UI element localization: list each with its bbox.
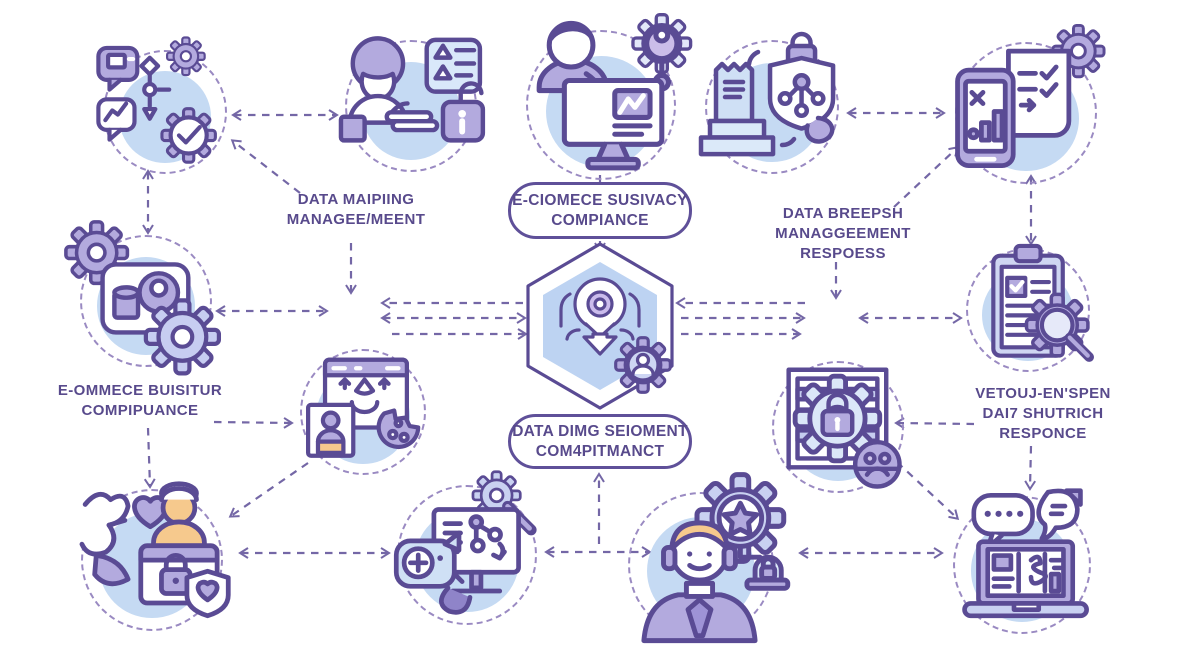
analyst-monitor-gear-icon	[536, 12, 692, 170]
node-browser-cookie	[300, 349, 426, 475]
node-analyst-monitor	[526, 12, 692, 180]
hexagon-location-pin-gear-icon	[526, 242, 674, 410]
label-line: E-CIOMECE SUSIVACY	[512, 191, 688, 209]
node-receipt-shield	[699, 31, 839, 174]
label-line: RESPONCE	[999, 425, 1087, 442]
dashed-ring	[81, 489, 223, 631]
label-business-compliance: E-OMMECE BUISITUR COMPIPUANCE	[30, 381, 250, 421]
label-line: COM4PITMANCT	[535, 442, 665, 460]
laptop-chat-bubbles-icon	[962, 488, 1090, 619]
label-line: DATA BREEPSH	[782, 205, 904, 222]
label-vendor-response: VETOUJ-EN'SPEN DAI7 SHUTRICH RESPONCE	[933, 384, 1153, 444]
label-privacy-compliance-box: E-CIOMECE SUSIVACY COMPIANCE	[508, 182, 692, 239]
node-workflow-gears	[96, 36, 227, 174]
node-phone-audit	[955, 24, 1106, 184]
phone-audit-scroll-gear-icon	[955, 24, 1106, 169]
monitor-flow-magnifier-icon	[393, 470, 537, 615]
workflow-gears-icon	[96, 36, 217, 165]
label-breach-response: DATA BREEPSH MANAGGEEMENT RESPOESS	[733, 204, 953, 264]
node-app-gears	[64, 219, 212, 367]
consultant-report-icon	[339, 35, 486, 143]
dashed-ring	[526, 30, 676, 180]
label-line: COMPIANCE	[551, 211, 649, 229]
secure-panel-gear-lock-icon	[786, 367, 903, 489]
support-agent-star-gear-icon	[641, 482, 790, 643]
dashed-ring	[705, 40, 839, 174]
node-data-review	[393, 470, 537, 625]
label-line: RESPOESS	[800, 245, 886, 262]
browser-funnel-cookie-icon	[305, 357, 420, 459]
dashed-ring	[772, 361, 904, 493]
receipt-shield-network-icon	[699, 31, 836, 156]
label-line: DATA MAIPIING	[297, 191, 415, 208]
node-clipboard-audit	[966, 244, 1094, 372]
node-support-agent	[628, 492, 790, 643]
label-line: VETOUJ-EN'SPEN	[975, 385, 1111, 402]
label-line: DATA DIMG SEIOMENT	[512, 422, 688, 440]
node-secure-panel	[772, 361, 904, 493]
label-line: E-OMMECE BUISITUR	[57, 382, 223, 399]
label-data-segment-box: DATA DIMG SEIOMENT COM4PITMANCT	[508, 414, 692, 469]
node-customer-privacy	[79, 481, 231, 631]
customer-dove-lock-shield-icon	[79, 481, 231, 619]
dashed-ring	[300, 349, 426, 475]
dashed-ring	[80, 235, 212, 367]
label-line: COMPIPUANCE	[81, 402, 199, 419]
label-line: MANAGGEEMENT	[775, 225, 911, 242]
label-line: DAI7 SHUTRICH	[982, 405, 1104, 422]
label-data-mapping-management: DATA MAIPIING MANAGEE/MEENT	[246, 190, 466, 230]
node-consultant-report	[339, 35, 486, 172]
clipboard-magnifier-icon	[991, 244, 1094, 363]
node-laptop-communication	[953, 488, 1091, 634]
app-window-gears-icon	[64, 219, 221, 374]
label-line: MANAGEE/MEENT	[286, 211, 426, 228]
